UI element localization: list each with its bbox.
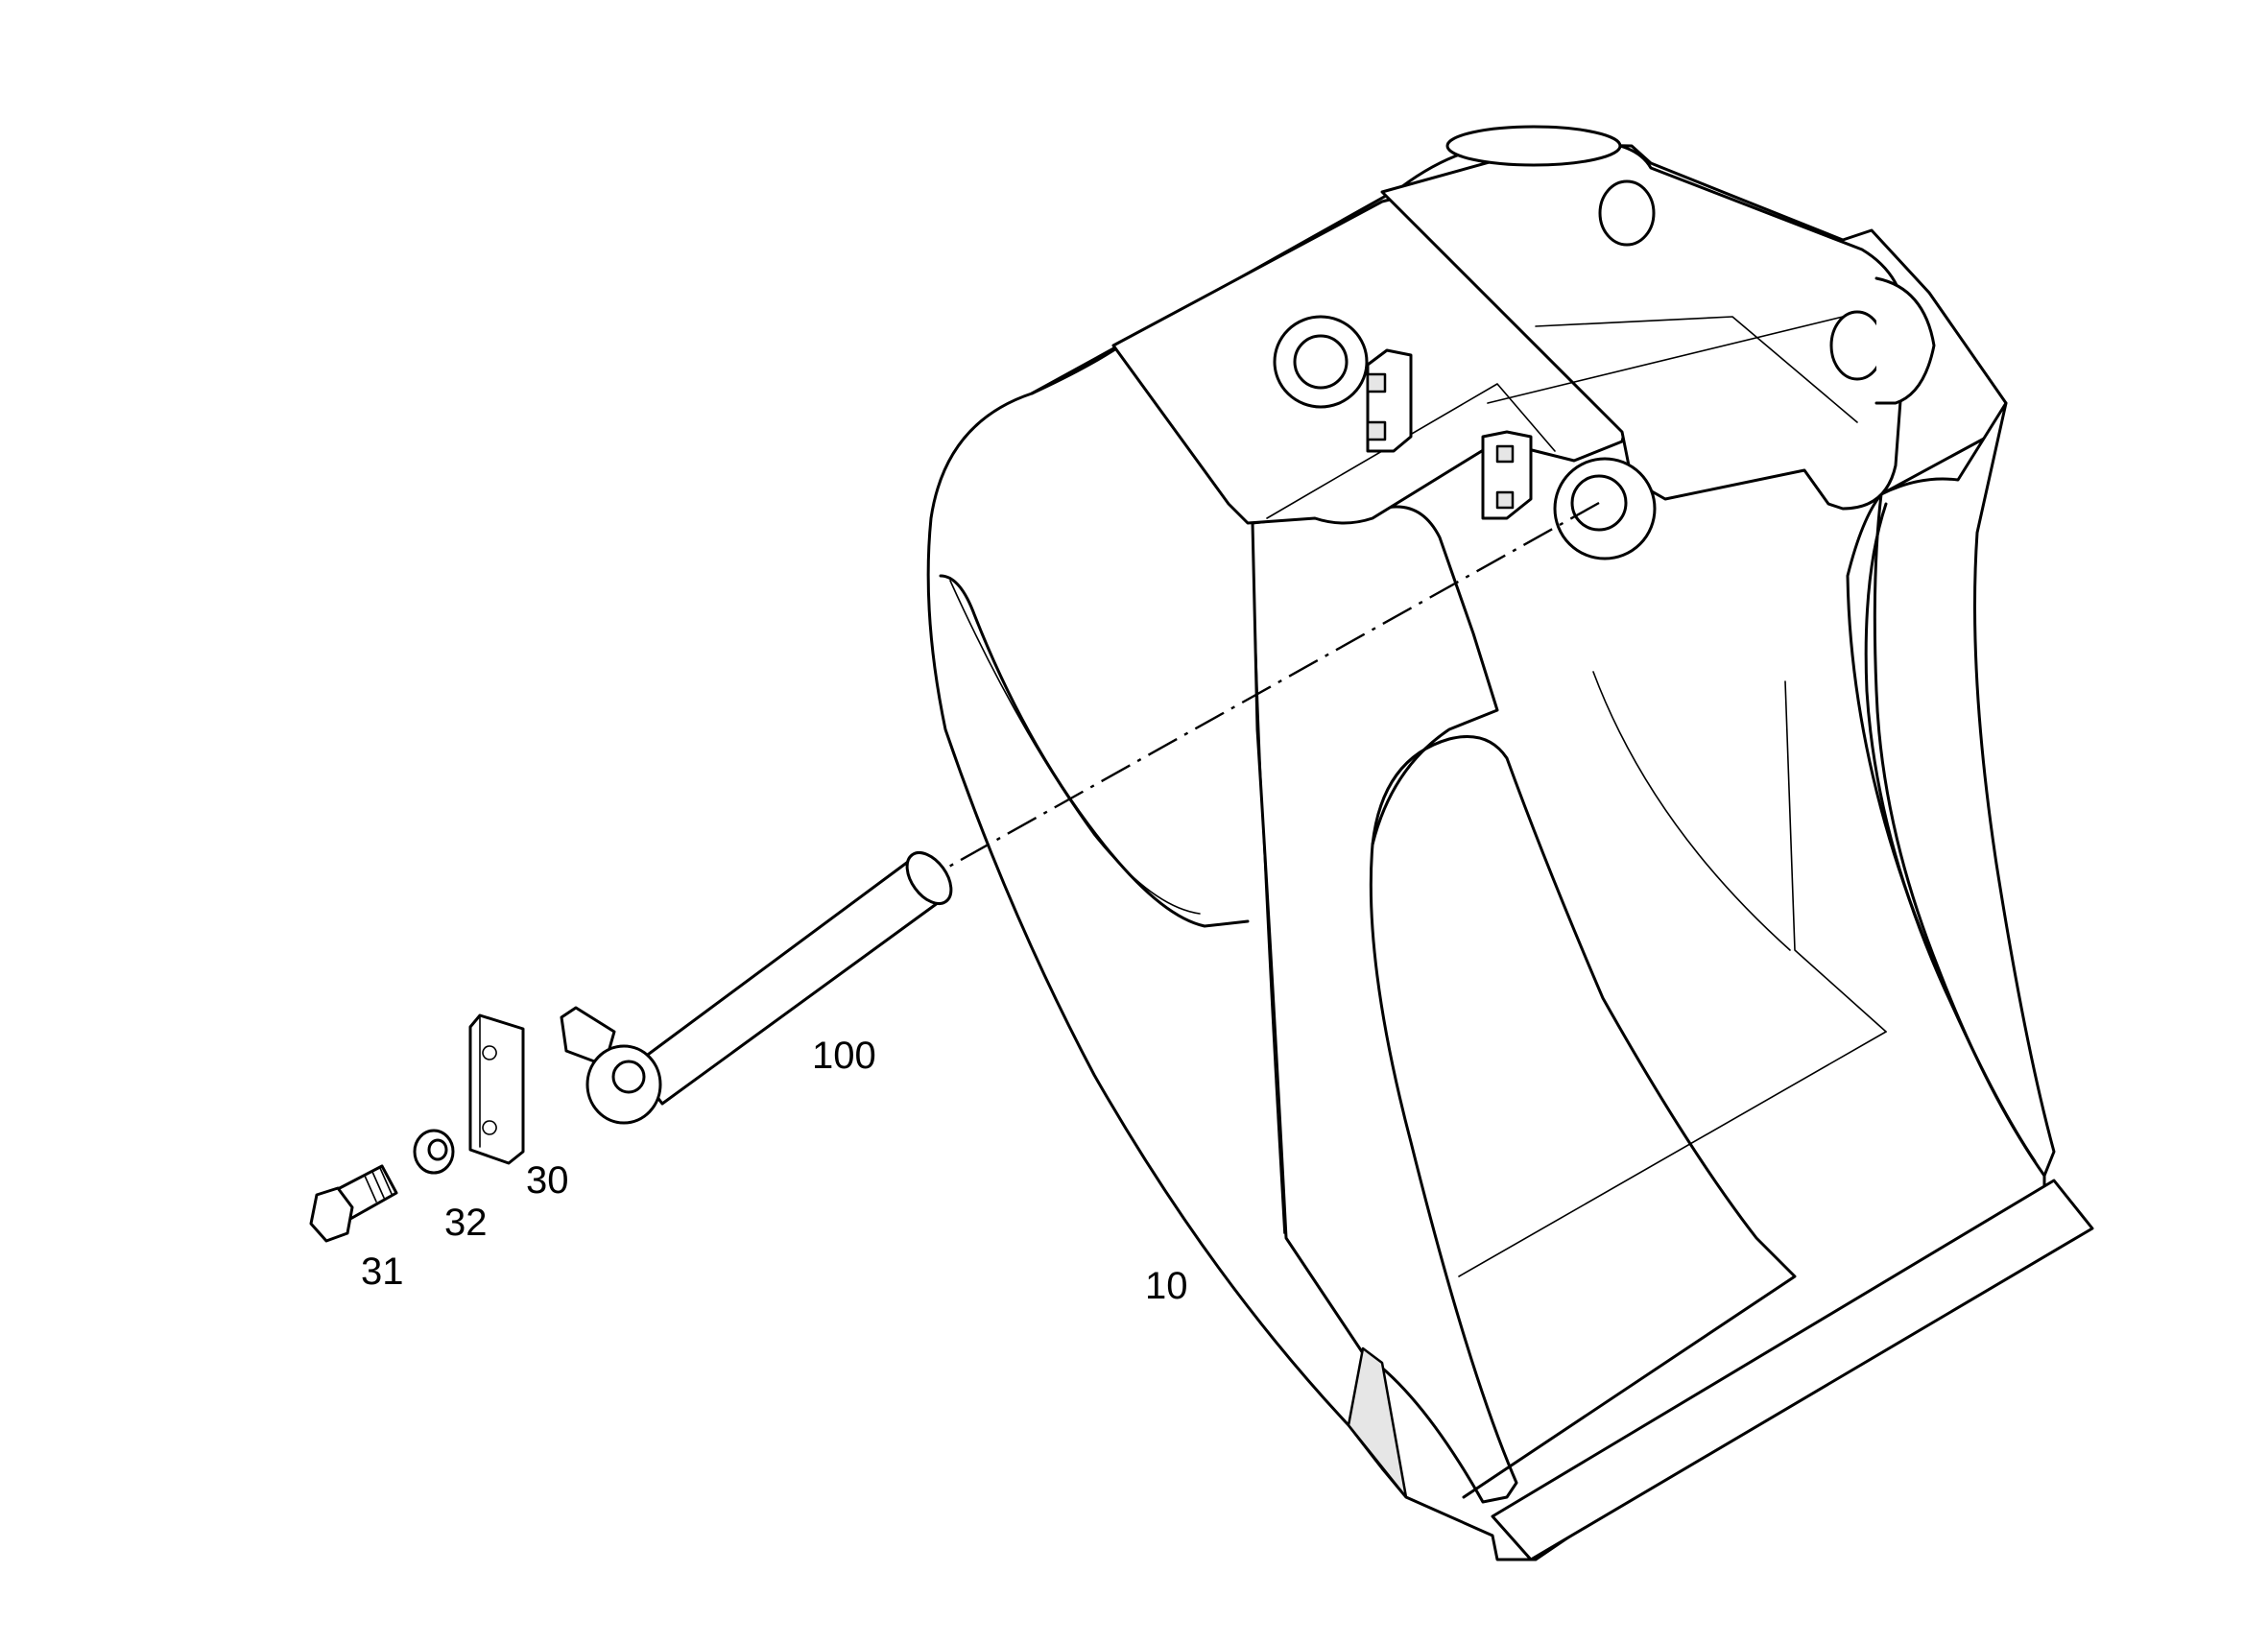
- bolt-head: [309, 1186, 354, 1243]
- pin: [560, 851, 953, 1125]
- pin-centerline: [944, 501, 1600, 870]
- retainer-bracket-right: [1481, 430, 1533, 520]
- bucket-rear-boss-plate-line: [1535, 316, 1858, 423]
- bucket-rear-rod-line: [1487, 316, 1844, 404]
- lock-plate: [468, 1013, 525, 1165]
- bucket-floor-line-1: [1458, 1031, 1887, 1277]
- bucket-cutting-edge-side: [1347, 1346, 1408, 1499]
- rear-right-boss-cap: [1874, 276, 1936, 405]
- bucket-rear-arch: [1864, 502, 2037, 1163]
- bucket-top-boss: [1445, 125, 1622, 167]
- pin-head-bore: [611, 1060, 646, 1094]
- washer: [413, 1129, 455, 1175]
- callout-10: 10: [1145, 1265, 1188, 1307]
- front-left-boss: [1273, 315, 1369, 409]
- bucket-assembly: [926, 125, 2094, 1561]
- bucket-floor-line-3: [1592, 671, 1791, 951]
- pin-shaft: [632, 857, 947, 1106]
- callout-32: 32: [444, 1202, 488, 1244]
- bucket-back-curve-inner: [949, 580, 1201, 915]
- callout-100: 100: [812, 1035, 876, 1077]
- bolt: [309, 1164, 398, 1243]
- bucket-hinge-bar-inner: [1266, 383, 1556, 519]
- bucket-floor-line-2: [1784, 680, 1887, 1033]
- rear-right-boss: [1829, 310, 1885, 381]
- callout-30: 30: [526, 1159, 569, 1202]
- front-right-boss: [1553, 457, 1657, 560]
- pin-end: [905, 851, 953, 905]
- rear-boss-ring: [1598, 179, 1656, 247]
- bucket-side-arch: [1371, 735, 1797, 1499]
- callout-31: 31: [361, 1251, 404, 1293]
- bucket-side-plate-edge: [1252, 522, 1285, 1234]
- bucket-side-plate: [1251, 505, 1518, 1504]
- bucket-cutting-edge: [1491, 1179, 2094, 1561]
- bucket-rear-plate: [1873, 401, 2056, 1178]
- retainer-bracket-left: [1366, 348, 1413, 453]
